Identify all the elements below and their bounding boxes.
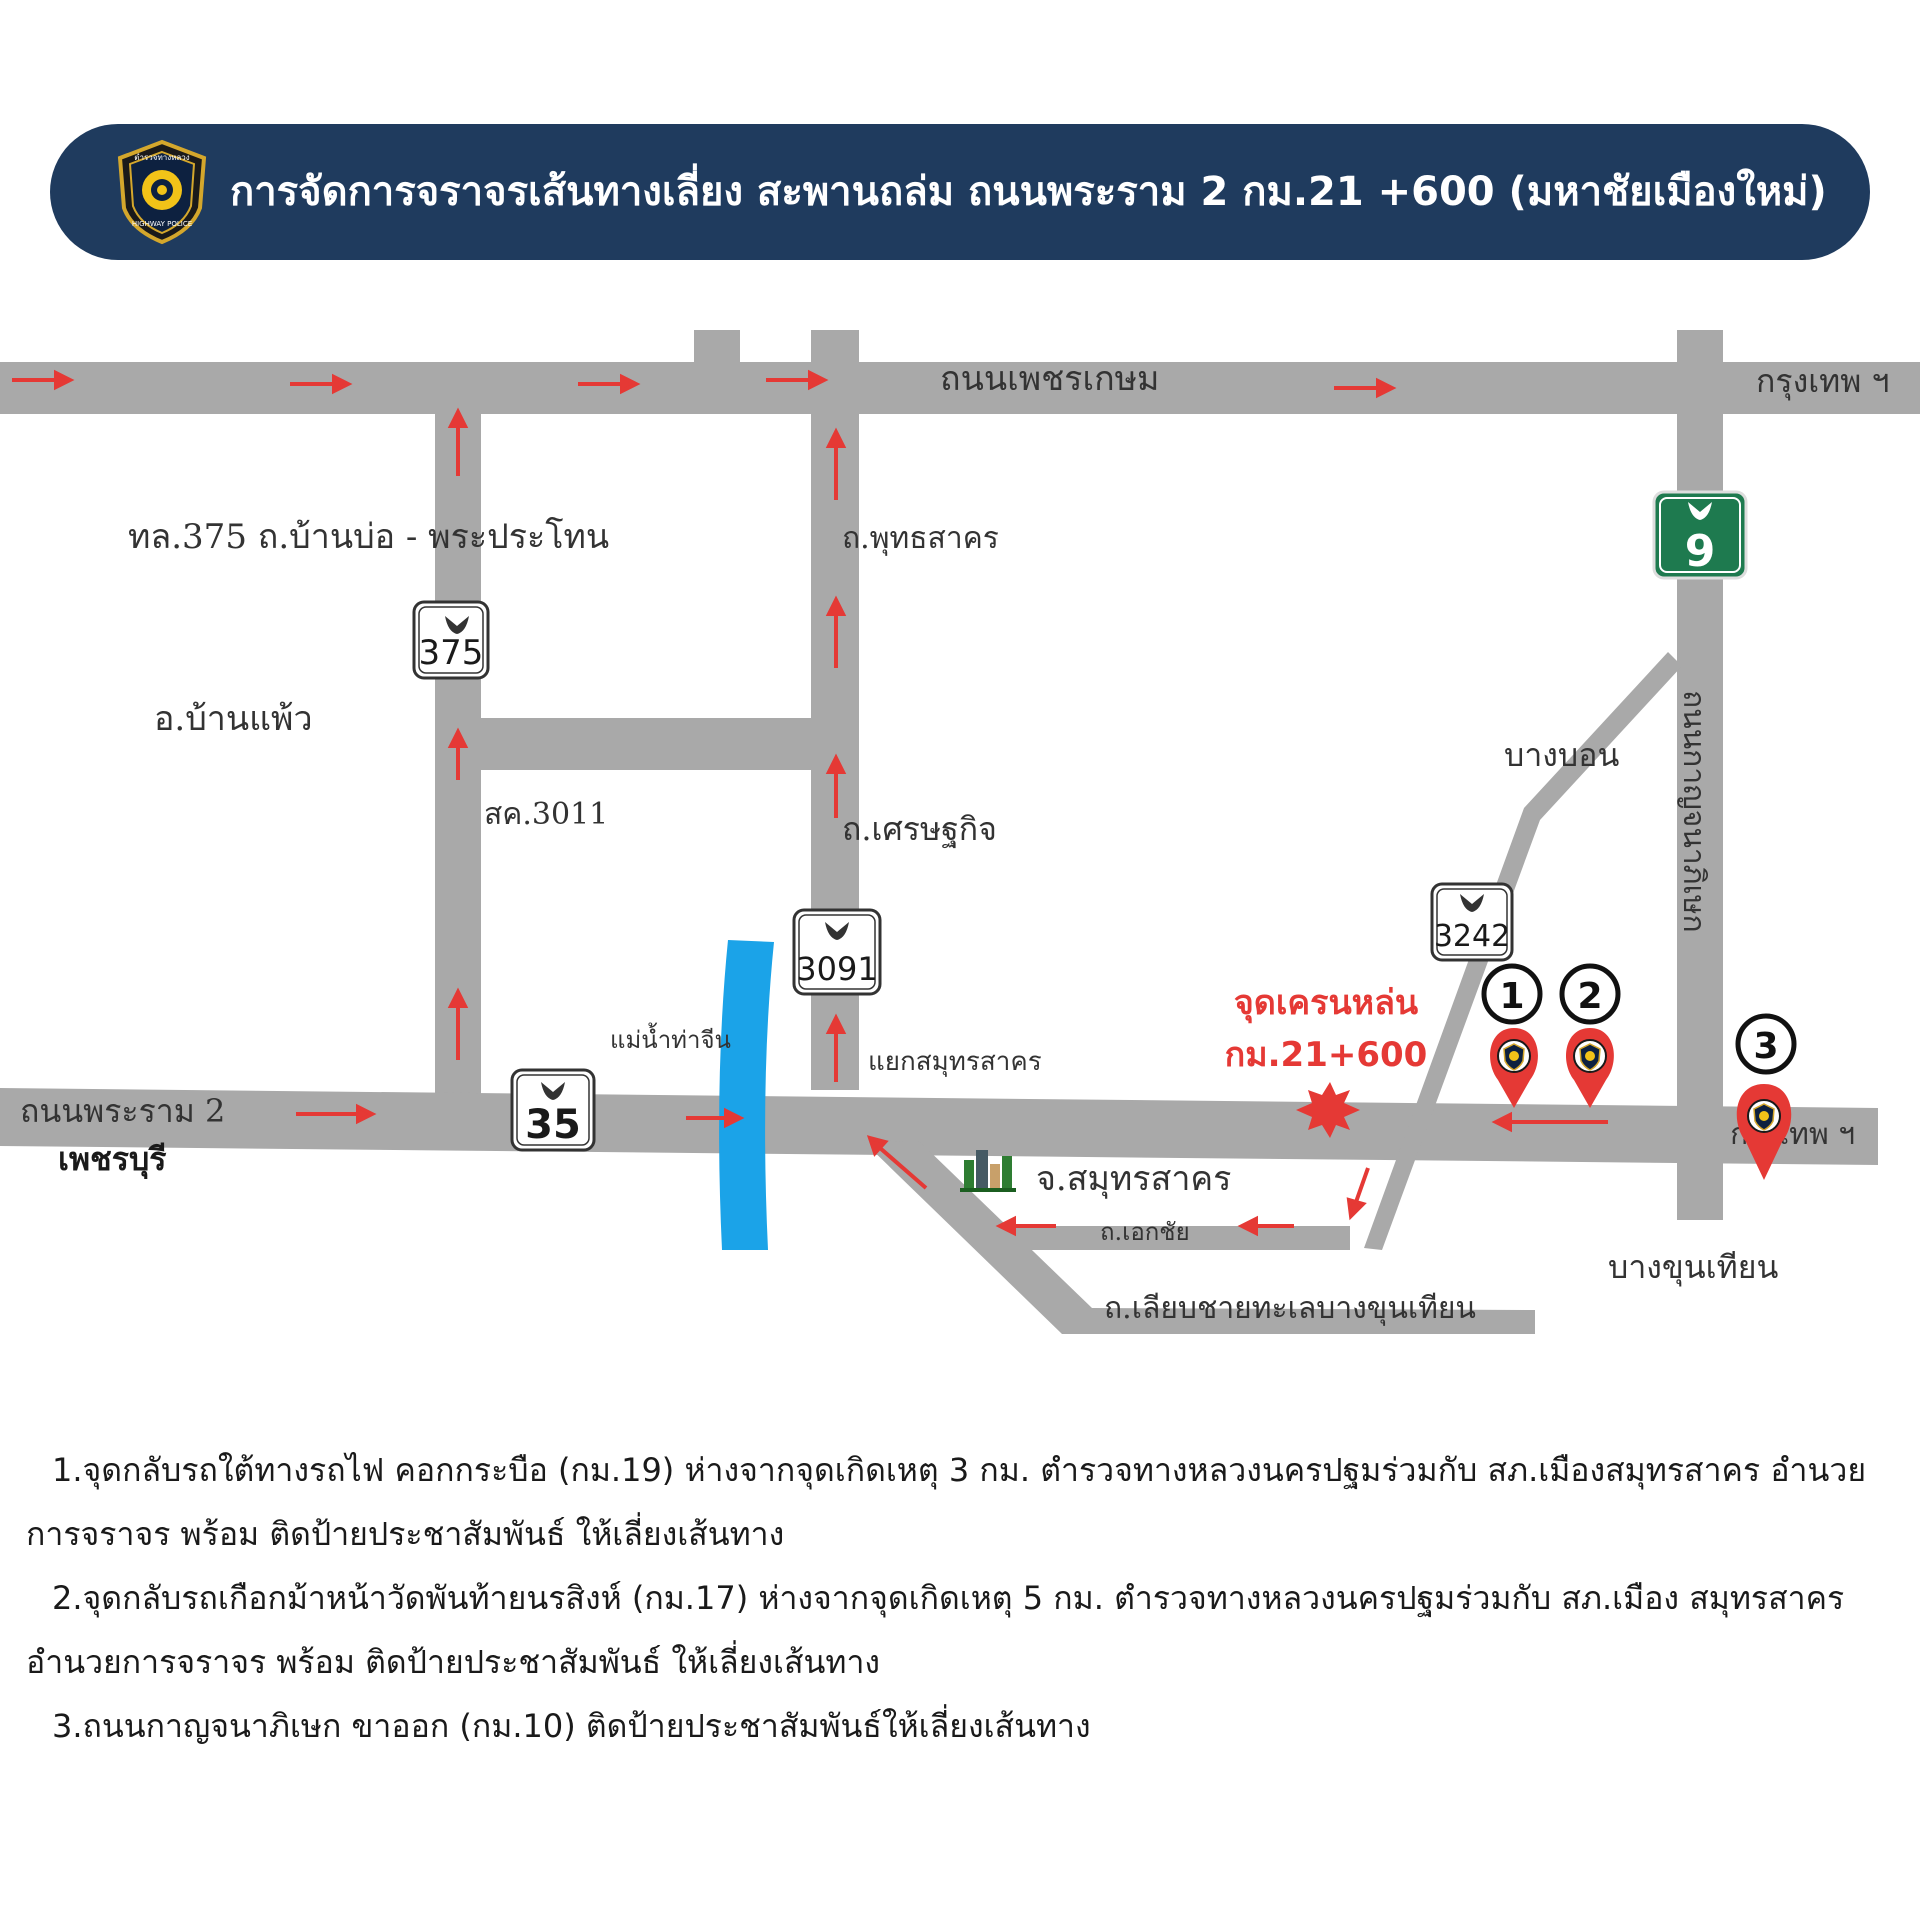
road-stub-north (694, 330, 740, 380)
arrow-up-icon (825, 595, 847, 668)
note-item: 3.ถนนกาญจนาภิเษก ขาออก (กม.10) ติดป้ายปร… (52, 1707, 1091, 1745)
arrow-right-icon (12, 369, 75, 391)
route-shield-35: 35 (510, 1068, 596, 1152)
river-tha-chin (719, 940, 774, 1250)
marker-1[interactable]: 1 (1481, 963, 1543, 1108)
shield-number: 3091 (796, 950, 877, 988)
arrow-down-icon (1346, 1167, 1370, 1221)
label-phetkasem: ถนนเพชรเกษม (940, 359, 1159, 399)
note-item: 2.จุดกลับรถเกือกม้าหน้าวัดพันท้ายนรสิงห์… (26, 1579, 1845, 1681)
route-shield-9: 9 (1652, 490, 1748, 580)
garuda-icon (825, 922, 849, 940)
road-3242 (1364, 652, 1682, 1250)
label-road-375: ทล.375 ถ.บ้านบ่อ - พระประโทน (128, 517, 609, 557)
label-setthakit: ถ.เศรษฐกิจ (842, 810, 997, 849)
arrow-right-icon (296, 1103, 377, 1125)
arrow-up-icon (447, 407, 469, 476)
shield-number: 3242 (1434, 919, 1510, 954)
road-coastal (862, 1140, 1535, 1334)
garuda-icon (541, 1082, 565, 1100)
marker-2[interactable]: 2 (1559, 963, 1621, 1108)
label-bangkok-north: กรุงเทพ ฯ (1756, 362, 1889, 401)
traffic-map: 375 3091 35 3242 9 ถนนเพชรเกษม กรุงเทพ ฯ… (0, 330, 1920, 1334)
incident-label-line1: จุดเครนหล่น (1234, 983, 1418, 1024)
arrow-right-icon (578, 373, 641, 395)
road-kanchana (1677, 330, 1723, 1220)
route-shield-3091: 3091 (792, 908, 882, 996)
arrow-up-icon (825, 753, 847, 818)
detour-notes: 1.จุดกลับรถใต้ทางรถไฟ คอกกระบือ (กม.19) … (26, 1438, 1894, 1758)
label-bang-bon: บางบอน (1504, 736, 1619, 774)
label-coastal-road: ถ.เลียบชายทะเลบางขุนเทียน (1104, 1291, 1476, 1327)
label-bang-khun-thian: บางขุนเทียน (1608, 1248, 1778, 1287)
shield-number: 375 (419, 633, 484, 673)
label-ekachai: ถ.เอกชัย (1100, 1218, 1190, 1246)
incident-label-line2: กม.21+600 (1225, 1035, 1428, 1075)
incident-burst-icon (1296, 1082, 1360, 1138)
label-rama2: ถนนพระราม 2 (20, 1092, 225, 1130)
label-kanchanaphisek: ถนนกาญจนาภิเษก (1676, 690, 1711, 933)
arrow-left-icon (1237, 1215, 1294, 1237)
label-phutthasakhon: ถ.พุทธสาคร (842, 521, 999, 557)
arrow-left-icon (1491, 1111, 1608, 1133)
road-ekachai (990, 1226, 1350, 1250)
marker-3[interactable]: 3 (1735, 1013, 1797, 1180)
arrow-left-icon (995, 1215, 1056, 1237)
marker-number: 3 (1753, 1026, 1778, 1067)
logo-text-bottom: HIGHWAY POLICE (132, 220, 192, 228)
label-ban-phaeo: อ.บ้านแพ้ว (154, 699, 313, 739)
garuda-icon (445, 616, 469, 634)
page-title: การจัดการจราจรเส้นทางเลี่ยง สะพานถล่ม ถน… (230, 169, 1827, 215)
garuda-icon (1688, 502, 1712, 520)
city-buildings-icon (960, 1150, 1016, 1192)
arrow-right-icon (766, 369, 829, 391)
shield-number: 35 (525, 1102, 581, 1148)
arrow-up-icon (447, 987, 469, 1060)
highway-police-badge-icon: ตำรวจทางหลวง HIGHWAY POLICE (117, 139, 207, 245)
arrow-right-icon (1334, 377, 1397, 399)
label-samut-sakhon: จ.สมุทรสาคร (1036, 1159, 1231, 1199)
garuda-icon (1460, 894, 1484, 912)
label-phetchaburi: เพชรบุรี (58, 1140, 166, 1180)
road-rama2 (0, 1088, 1878, 1165)
label-sk3011: สค.3011 (484, 797, 608, 832)
logo-text-top: ตำรวจทางหลวง (134, 153, 190, 162)
label-samut-sakhon-junction: แยกสมุทรสาคร (868, 1047, 1042, 1077)
arrow-up-icon (825, 1013, 847, 1082)
arrow-up-icon (825, 427, 847, 500)
arrow-right-icon (290, 373, 353, 395)
arrow-up-left-icon (866, 1135, 928, 1190)
arrow-up-icon (447, 727, 469, 780)
arrow-right-icon (686, 1107, 745, 1129)
traffic-arrows (12, 369, 1608, 1237)
route-shield-3242: 3242 (1430, 882, 1514, 962)
marker-number: 1 (1499, 976, 1524, 1017)
road-phetkasem (0, 362, 1920, 414)
note-item: 1.จุดกลับรถใต้ทางรถไฟ คอกกระบือ (กม.19) … (26, 1451, 1867, 1553)
header-banner: ตำรวจทางหลวง HIGHWAY POLICE การจัดการจรา… (50, 124, 1870, 260)
road-sk3011 (481, 718, 811, 770)
marker-number: 2 (1577, 976, 1602, 1017)
shield-number: 9 (1685, 526, 1716, 577)
label-tha-chin-river: แม่น้ำท่าจีน (610, 1022, 731, 1054)
route-shield-375: 375 (412, 600, 490, 680)
